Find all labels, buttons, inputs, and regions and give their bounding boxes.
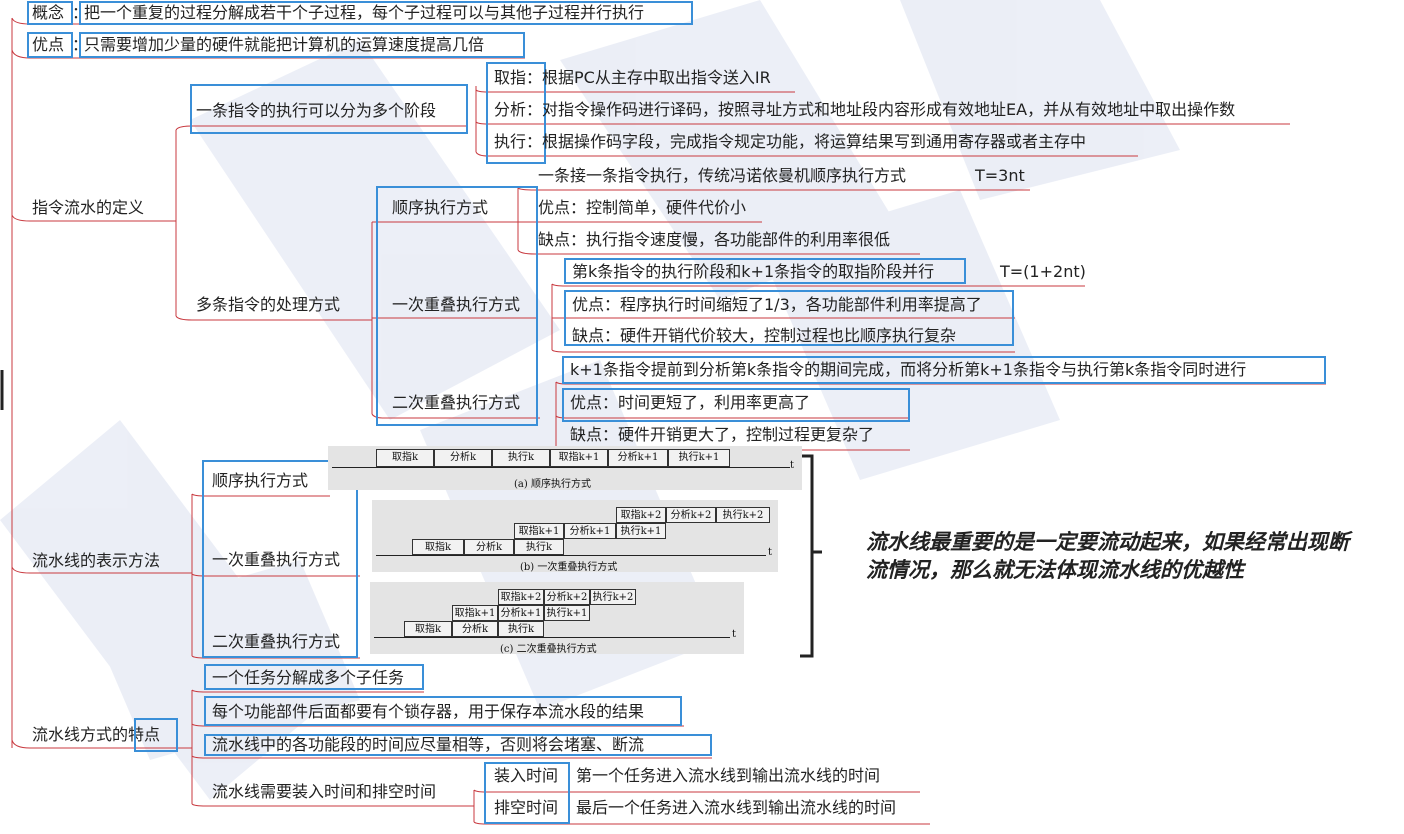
timing-names-box	[484, 762, 570, 824]
fig-b-axis	[376, 555, 766, 556]
overlap2-con: 缺点：硬件开销更大了，控制过程更复杂了	[570, 425, 875, 444]
fig-a-caption: (a) 顺序执行方式	[514, 479, 591, 490]
fig-c-cell: 分析k+1	[498, 605, 544, 621]
single-instruction-box	[190, 84, 468, 134]
fig-c-cell: 取指k	[404, 621, 452, 637]
representation-sequential: 顺序执行方式	[212, 471, 309, 490]
overlap1-con: 缺点：硬件开销代价较大，控制过程也比顺序执行复杂	[572, 326, 957, 345]
representation-overlap1: 一次重叠执行方式	[212, 550, 341, 569]
sequential-time: T=3nt	[975, 166, 1025, 185]
fig-b-cell: 取指k	[412, 539, 464, 555]
fig-a-cell: 取指k	[376, 449, 434, 467]
fig-a-axis-label: t	[790, 460, 795, 471]
fig-b-cell: 执行k+2	[716, 507, 770, 523]
sequential-desc: 一条接一条指令执行，传统冯诺依曼机顺序执行方式	[538, 166, 907, 185]
fig-b-caption: (b) 一次重叠执行方式	[520, 562, 618, 573]
fig-c-cell: 分析k+2	[544, 589, 590, 605]
advantage-label: 优点	[32, 35, 65, 54]
overlap1-pro: 优点：程序执行时间缩短了1/3，各功能部件利用率提高了	[572, 295, 982, 314]
timing-node: 流水线需要装入时间和排空时间	[212, 782, 437, 801]
features-node: 流水线方式的特点	[32, 725, 161, 744]
fig-c-cell: 取指k+1	[452, 605, 498, 621]
concept-label-box	[27, 1, 73, 25]
figure-sequential: 取指k 分析k 执行k 取指k+1 分析k+1 执行k+1 t (a) 顺序执行…	[328, 446, 802, 490]
fig-b-cell: 取指k+1	[514, 523, 564, 539]
definition-node: 指令流水的定义	[32, 198, 145, 217]
pipeline-note: 流水线最重要的是一定要流动起来，如果经常出现断流情况，那么就无法体现流水线的优越…	[866, 530, 1349, 582]
sequential-pro: 优点：控制简单，硬件代价小	[538, 198, 747, 217]
advantage-text: 只需要增加少量的硬件就能把计算机的运算速度提高几倍	[84, 35, 485, 54]
fig-b-cell: 执行k	[514, 539, 564, 555]
concept-text: 把一个重复的过程分解成若干个子过程，每个子过程可以与其他子过程并行执行	[84, 3, 645, 22]
overlap1-time: T=(1+2nt)	[1000, 262, 1086, 281]
overlap1-desc: 第k条指令的执行阶段和k+1条指令的取指阶段并行	[572, 262, 935, 281]
fig-b-axis-label: t	[768, 547, 773, 558]
fill-time: 装入时间第一个任务进入流水线到输出流水线的时间	[494, 766, 881, 785]
concept-text-box	[79, 1, 693, 25]
advantage-label-box	[27, 32, 73, 58]
feature-2: 每个功能部件后面都要有个锁存器，用于保存本流水段的结果	[212, 702, 645, 721]
fig-c-cell: 执行k+2	[590, 589, 636, 605]
single-instruction-node: 一条指令的执行可以分为多个阶段	[196, 101, 437, 120]
fig-c-cell: 执行k+1	[544, 605, 590, 621]
fig-c-cell: 分析k	[452, 621, 498, 637]
fig-b-cell: 分析k+2	[666, 507, 716, 523]
fig-b-cell: 分析k+1	[564, 523, 616, 539]
sequential-node: 顺序执行方式	[392, 198, 489, 217]
stage-names-box	[486, 62, 546, 164]
stage-execute: 执行：根据操作码字段，完成指令规定功能，将运算结果写到通用寄存器或者主存中	[494, 132, 1087, 151]
fig-a-axis	[332, 467, 790, 468]
fig-a-cell: 分析k+1	[608, 449, 668, 467]
overlap2-desc-box	[562, 356, 1326, 384]
feature-3-box	[204, 734, 712, 756]
representation-node: 流水线的表示方法	[32, 551, 161, 570]
concept-label: 概念	[32, 3, 65, 22]
representation-overlap2: 二次重叠执行方式	[212, 632, 341, 651]
feature-1-box	[204, 664, 424, 690]
feature-3: 流水线中的各功能段的时间应尽量相等，否则将会堵塞、断流	[212, 735, 645, 754]
fig-c-cell: 执行k	[498, 621, 544, 637]
fig-c-cell: 取指k+2	[498, 589, 544, 605]
fig-c-caption: (c) 二次重叠执行方式	[500, 644, 597, 655]
fig-b-cell: 取指k+2	[616, 507, 666, 523]
overlap2-pro: 优点：时间更短了，利用率更高了	[570, 393, 811, 412]
fig-a-cell: 分析k	[434, 449, 492, 467]
feature-1: 一个任务分解成多个子任务	[212, 668, 405, 687]
multi-instruction-node: 多条指令的处理方式	[196, 295, 341, 314]
representation-items-box	[202, 460, 358, 658]
features-keyword-box	[134, 718, 178, 752]
stage-fetch: 取指：根据PC从主存中取出指令送入IR	[494, 68, 771, 87]
overlap1-desc-box	[564, 258, 966, 284]
fig-a-cell: 执行k+1	[668, 449, 730, 467]
fig-b-cell: 分析k	[464, 539, 514, 555]
stage-decode: 分析：对指令操作码进行译码，按照寻址方式和地址段内容形成有效地址EA，并从有效地…	[494, 100, 1236, 119]
overlap2-node: 二次重叠执行方式	[392, 393, 521, 412]
overlap2-desc: k+1条指令提前到分析第k条指令的期间完成，而将分析第k+1条指令与执行第k条指…	[570, 360, 1247, 379]
drain-time: 排空时间最后一个任务进入流水线到输出流水线的时间	[494, 798, 897, 817]
advantage-text-box	[79, 32, 525, 58]
feature-2-box	[204, 696, 682, 726]
overlap2-procon-box	[562, 388, 910, 422]
overlap1-node: 一次重叠执行方式	[392, 295, 521, 314]
sequential-con: 缺点：执行指令速度慢，各功能部件的利用率很低	[538, 230, 891, 249]
multi-methods-box	[376, 186, 538, 426]
fig-c-axis	[374, 637, 730, 638]
figure-overlap2: 取指k+2 分析k+2 执行k+2 取指k+1 分析k+1 执行k+1 取指k …	[370, 582, 744, 655]
figure-overlap1: 取指k+2 分析k+2 执行k+2 取指k+1 分析k+1 执行k+1 取指k …	[372, 500, 778, 573]
fig-a-cell: 取指k+1	[550, 449, 608, 467]
fig-c-axis-label: t	[732, 629, 737, 640]
fig-b-cell: 执行k+1	[616, 523, 666, 539]
overlap1-procon-box	[564, 290, 1014, 346]
fig-a-cell: 执行k	[492, 449, 550, 467]
